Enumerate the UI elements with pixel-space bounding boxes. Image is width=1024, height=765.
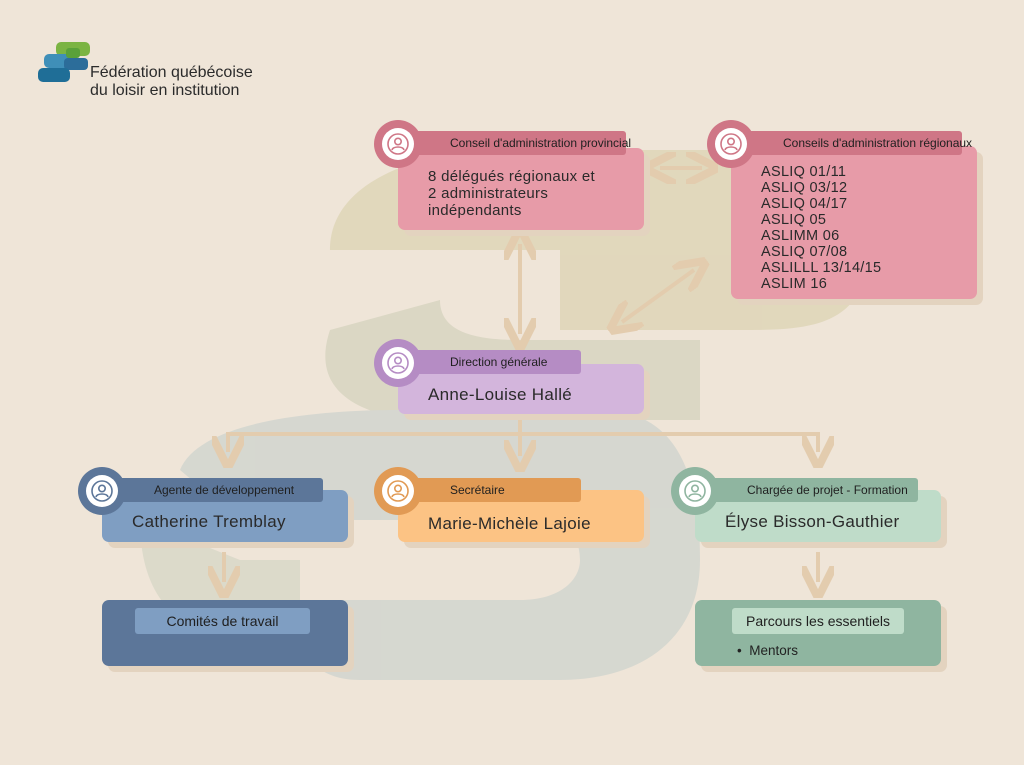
dg-name: Anne-Louise Hallé [428, 385, 573, 404]
car-list-item: ASLIM 16 [761, 276, 828, 292]
agent-avatar [78, 467, 126, 515]
org-name-line2: du loisir en institution [90, 82, 240, 99]
person-icon [387, 480, 409, 502]
dg-avatar [374, 339, 422, 387]
car-list-item: ASLIQ 04/17 [761, 196, 848, 212]
person-icon [387, 352, 409, 374]
dg-header: Direction générale [398, 350, 581, 374]
car-list-item: ASLIQ 03/12 [761, 180, 848, 196]
cap-avatar [374, 120, 422, 168]
person-icon [720, 133, 742, 155]
car-list-item: ASLIQ 01/11 [761, 164, 847, 180]
sec-header: Secrétaire [398, 478, 581, 502]
car-list-item: ASLILLL 13/14/15 [761, 260, 882, 276]
proj-bullet-item: • Mentors [737, 643, 798, 658]
car-header: Conseils d'administration régionaux [731, 131, 972, 155]
agent-header: Agente de développement [102, 478, 323, 502]
sec-name: Marie-Michèle Lajoie [428, 514, 591, 533]
car-list-item: ASLIQ 07/08 [761, 244, 848, 260]
car-list-item: ASLIMM 06 [761, 228, 840, 244]
proj-bullet-text: Mentors [749, 643, 799, 658]
car-avatar [707, 120, 755, 168]
proj-sub-card: Parcours les essentiels • Mentors [695, 600, 941, 666]
car-list-item: ASLIQ 05 [761, 212, 827, 228]
cap-card: 8 délégués régionaux et 2 administrateur… [398, 148, 644, 230]
person-icon [684, 480, 706, 502]
proj-avatar [671, 467, 719, 515]
agent-sub-card: Comités de travail [102, 600, 348, 666]
person-icon [387, 133, 409, 155]
person-icon [91, 480, 113, 502]
bullet-icon: • [737, 643, 750, 658]
cap-line1: 8 délégués régionaux et [428, 168, 596, 185]
proj-sub-label: Parcours les essentiels [732, 608, 904, 634]
cap-line3: indépendants [428, 202, 522, 219]
proj-name: Élyse Bisson-Gauthier [725, 512, 900, 531]
logo-mark-icon [38, 42, 90, 82]
sec-avatar [374, 467, 422, 515]
proj-header: Chargée de projet - Formation [695, 478, 918, 502]
agent-name: Catherine Tremblay [132, 512, 286, 531]
org-name-line1: Fédération québécoise [90, 64, 253, 81]
agent-sub-label: Comités de travail [135, 608, 310, 634]
organization-logo: Fédération québécoise du loisir en insti… [36, 38, 296, 108]
cap-header: Conseil d'administration provincial [398, 131, 631, 155]
cap-line2: 2 administrateurs [428, 185, 549, 202]
